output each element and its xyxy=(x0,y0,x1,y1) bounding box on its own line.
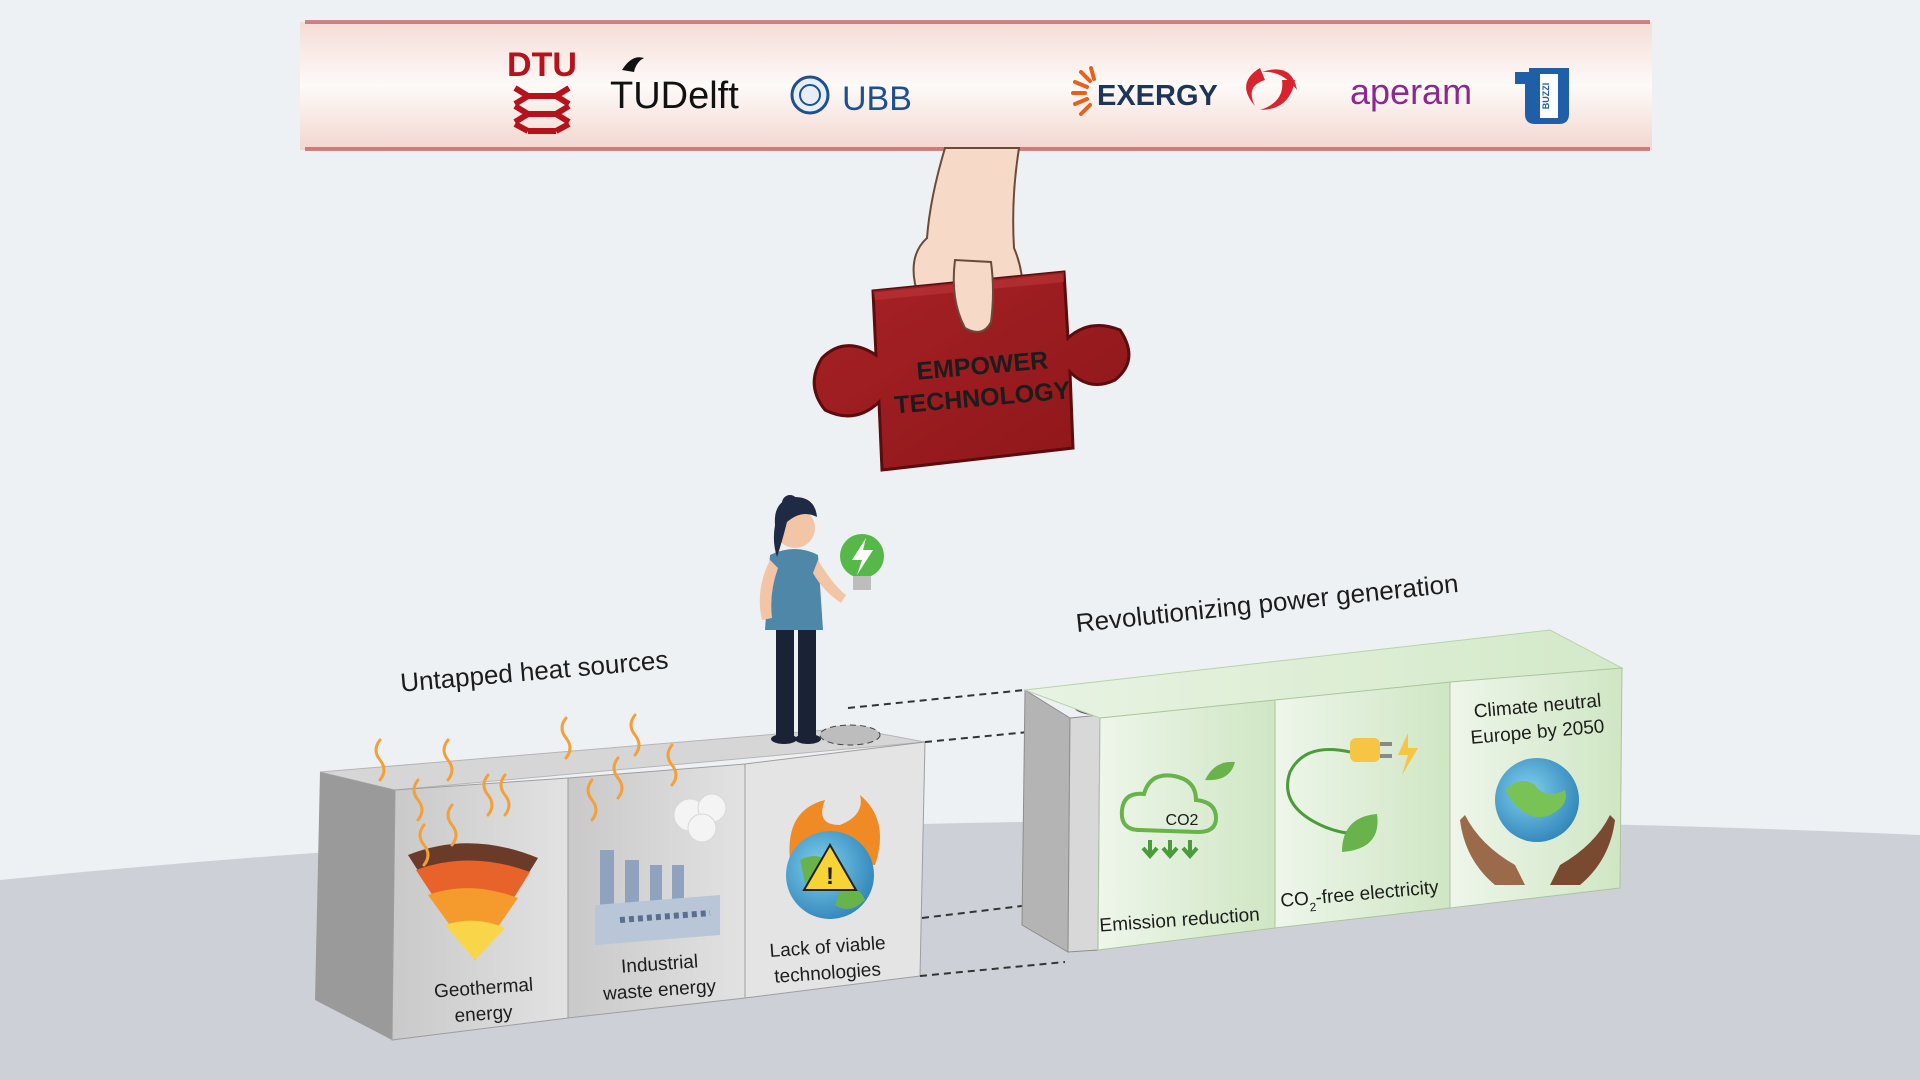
svg-text:aperam: aperam xyxy=(1350,71,1472,112)
svg-text:TUDelft: TUDelft xyxy=(610,75,739,117)
geothermal-earth-layers-icon xyxy=(408,843,538,960)
co2-cloud-reduction-icon: CO2 xyxy=(1119,761,1235,860)
burning-earth-warning-icon: ! xyxy=(786,795,880,919)
factory-icon xyxy=(595,793,727,945)
svg-text:CO2: CO2 xyxy=(1166,812,1199,829)
buzzi-logo: BUZZI xyxy=(1515,68,1569,124)
svg-text:!: ! xyxy=(826,863,834,890)
svg-text:UBB: UBB xyxy=(842,80,912,118)
green-plug-electricity-icon xyxy=(1286,733,1418,852)
ground-floor xyxy=(0,820,1920,1080)
svg-text:EXERGY: EXERGY xyxy=(1097,80,1218,112)
revolutionizing-title: Revolutionizing power generation xyxy=(1074,568,1459,638)
earth-in-hands-icon xyxy=(1460,758,1615,885)
ubb-logo: UBB xyxy=(790,75,912,118)
dtu-logo: DTU xyxy=(507,46,577,134)
person-holding-lightbulb xyxy=(759,495,846,744)
logo-banner: DTU TUDelft UBB EXERGY xyxy=(300,20,1652,151)
tudelft-logo: TUDelft xyxy=(610,57,739,117)
untapped-heat-title: Untapped heat sources xyxy=(399,644,669,697)
svg-text:DTU: DTU xyxy=(507,46,577,84)
exergy-logo: EXERGY xyxy=(1071,66,1297,116)
svg-text:BUZZI: BUZZI xyxy=(1541,83,1551,110)
geothermal-label-2: energy xyxy=(454,1002,514,1027)
thumb-finger xyxy=(952,258,994,333)
dashed-connector-lines xyxy=(847,689,1071,977)
heat-flame-icons xyxy=(374,713,678,867)
lightbulb-energy-icon xyxy=(840,534,884,590)
aperam-logo: aperam xyxy=(1350,71,1472,112)
